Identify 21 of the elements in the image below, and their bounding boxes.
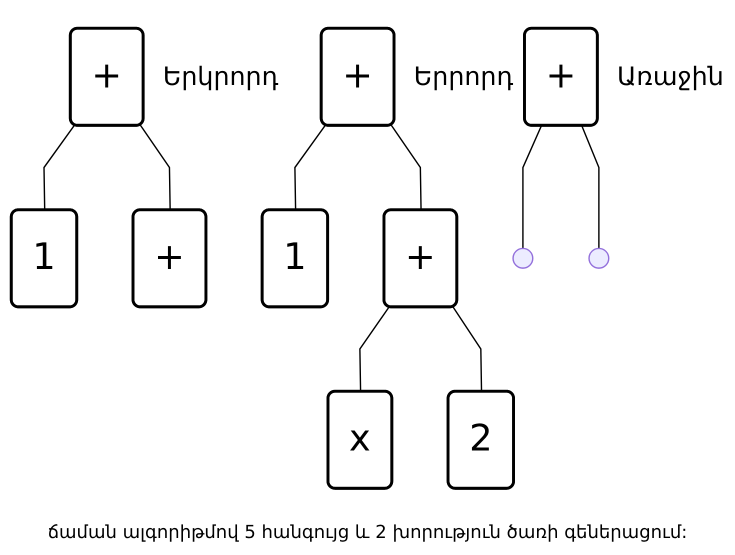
tree-label: Առաջին xyxy=(617,60,724,91)
tree-label: Երրորդ xyxy=(414,60,514,91)
operator-node: + xyxy=(382,208,458,308)
tree-branch xyxy=(294,124,326,210)
operator-node: + xyxy=(320,26,396,126)
operator-node: 1 xyxy=(260,208,330,308)
operator-node: 2 xyxy=(446,390,515,490)
tree-branch xyxy=(140,124,171,210)
tree-branch xyxy=(581,125,600,248)
tree-branch xyxy=(452,306,482,392)
operator-node: + xyxy=(523,26,599,126)
tree-branch xyxy=(43,124,76,210)
operator-node: + xyxy=(68,26,145,126)
tree-branch xyxy=(359,306,390,392)
operator-node: x xyxy=(326,390,394,490)
operator-node: + xyxy=(132,208,208,308)
operator-node: 1 xyxy=(10,208,78,308)
tree-label: Երկրորդ xyxy=(162,60,278,91)
tree-branch xyxy=(522,125,542,248)
caption: ճաման ալգորիթմով 5 հանգույց և 2 խորություն ծառի գեներացում: xyxy=(46,521,688,545)
tree-branch xyxy=(390,124,422,210)
